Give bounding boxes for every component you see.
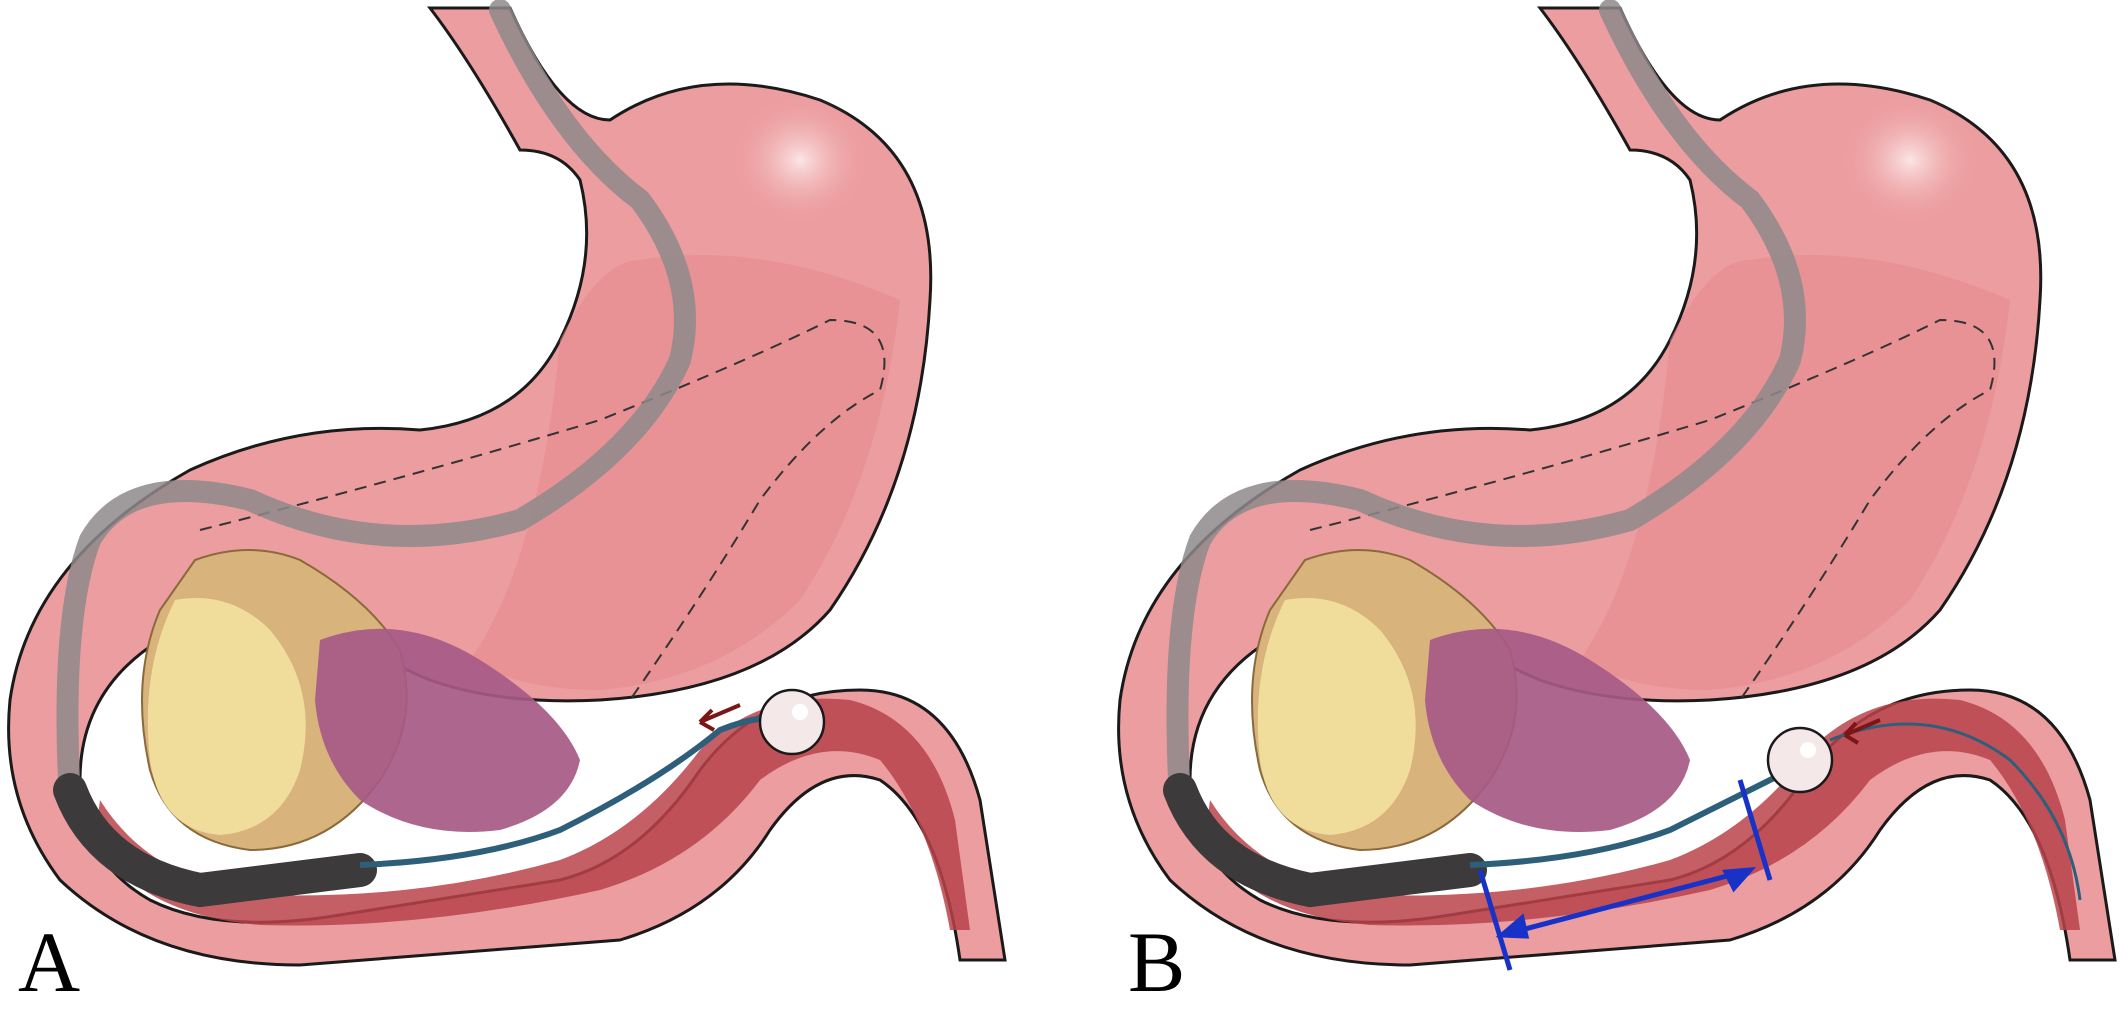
catheter bbox=[1469, 767, 1792, 868]
duodenal-lumen bbox=[95, 698, 970, 930]
panel-label: B bbox=[1128, 914, 1186, 1010]
pancreas-head bbox=[1257, 598, 1416, 835]
panel-label: A bbox=[18, 914, 81, 1010]
stomach-highlight bbox=[730, 95, 870, 225]
endoscope bbox=[56, 0, 696, 811]
panel-a: A bbox=[7, 0, 1007, 1010]
catheter bbox=[359, 713, 811, 868]
pancreatic-mass bbox=[315, 628, 580, 832]
pancreas-head bbox=[147, 598, 306, 835]
dashed-outline bbox=[199, 318, 886, 701]
direction-arrow bbox=[698, 703, 741, 732]
anatomy-illustration-b bbox=[1117, 0, 2117, 971]
measurement-arrow bbox=[1477, 779, 1773, 971]
duodenal-lumen bbox=[1205, 698, 2080, 930]
balloon bbox=[1766, 726, 1834, 794]
scope-tip bbox=[53, 773, 377, 908]
panel-b: B bbox=[1110, 0, 2128, 1011]
stomach-shade bbox=[1580, 255, 2010, 690]
scope-tip bbox=[1163, 773, 1487, 908]
stomach-shade bbox=[470, 255, 900, 690]
dashed-outline bbox=[1309, 318, 1996, 701]
balloon bbox=[758, 688, 826, 756]
endoscope bbox=[1166, 0, 1806, 811]
pancreatic-mass bbox=[1425, 628, 1690, 832]
guidewire bbox=[1829, 722, 2082, 901]
anatomy-illustration-a bbox=[7, 0, 1007, 967]
stomach-highlight bbox=[1840, 95, 1980, 225]
direction-arrow bbox=[1843, 718, 1881, 745]
